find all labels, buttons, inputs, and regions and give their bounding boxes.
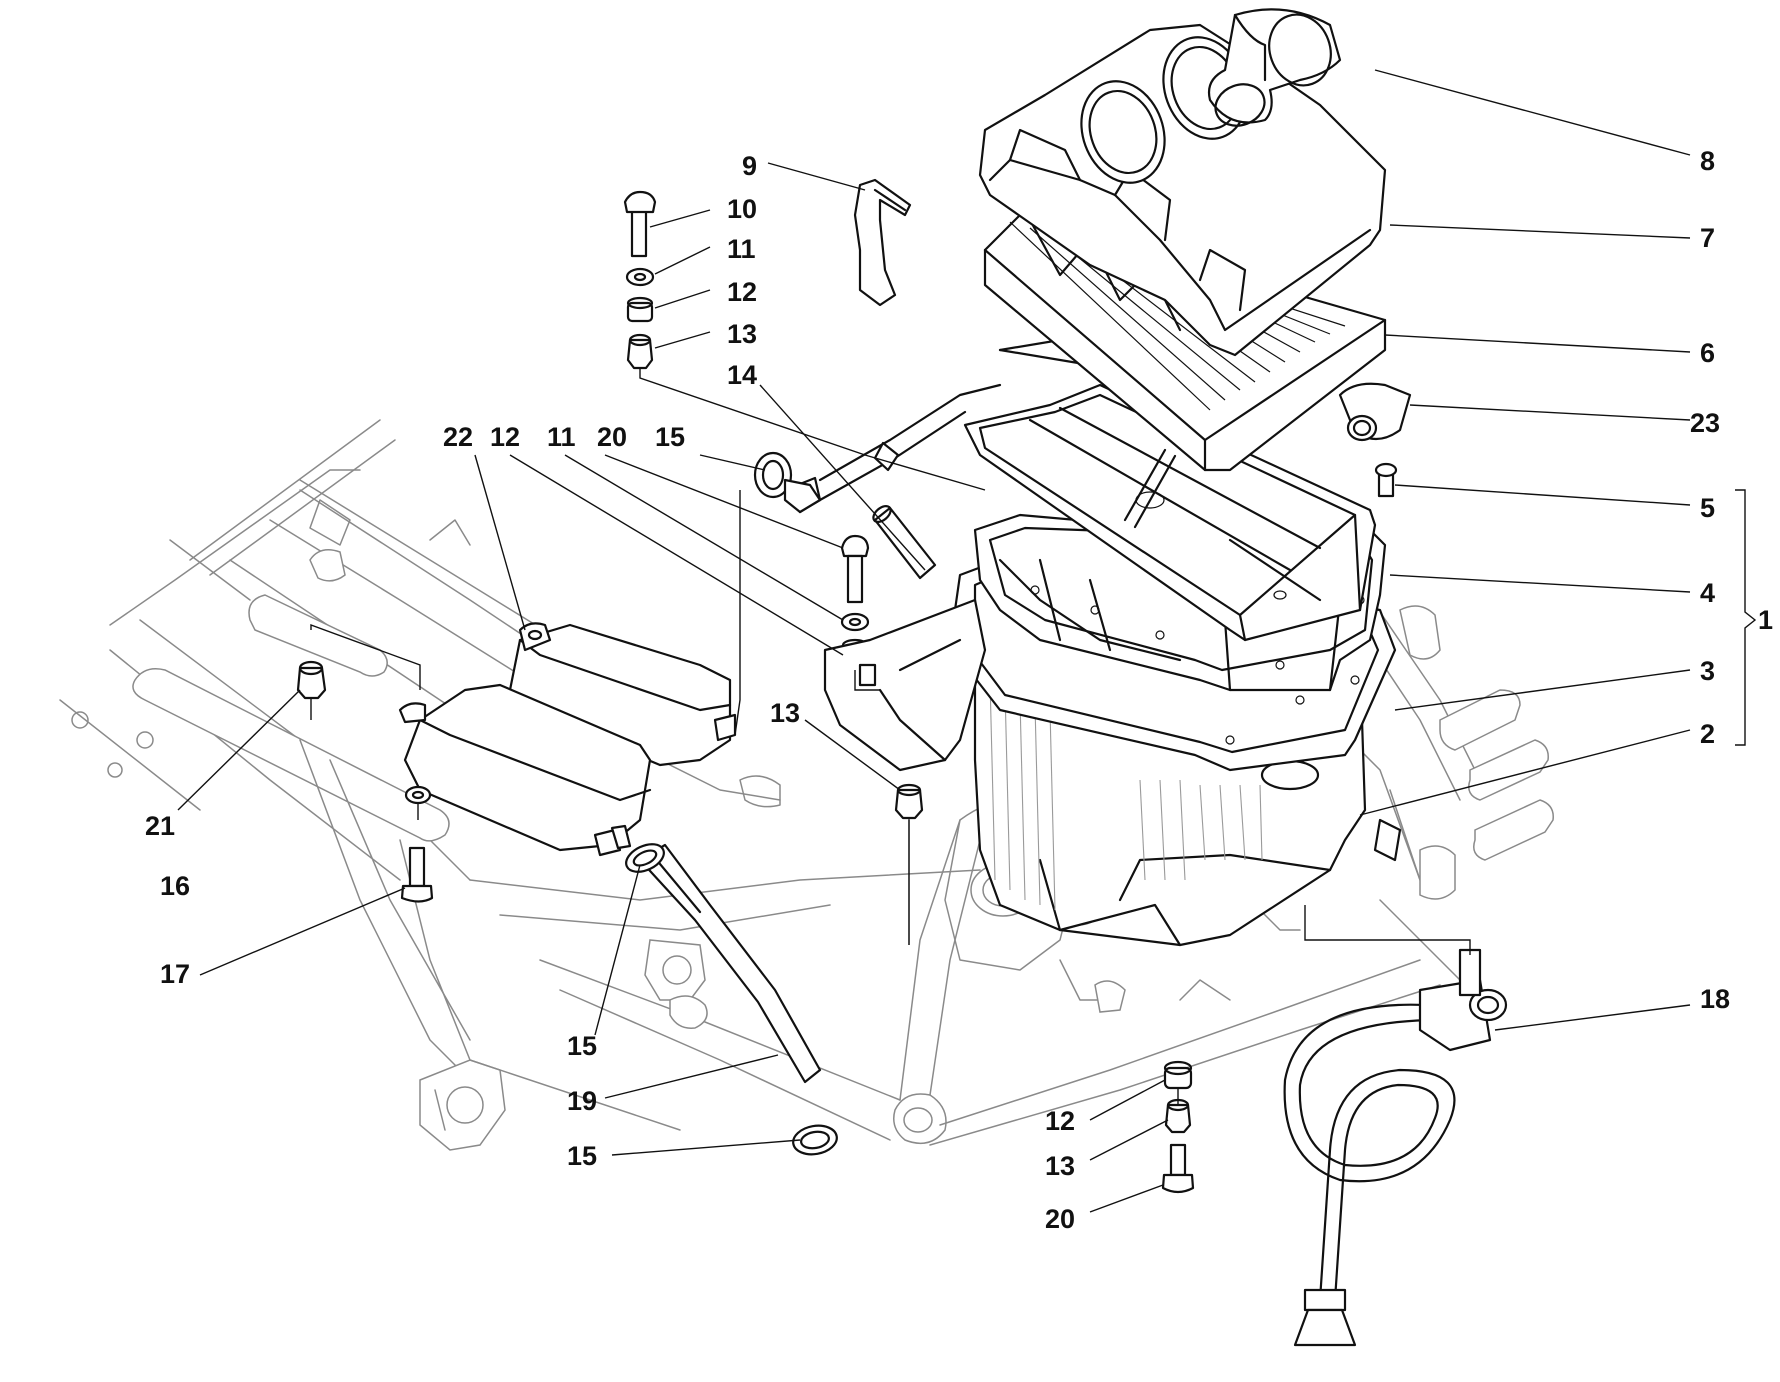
tube-14 (872, 504, 937, 580)
callout-labels: 8 7 6 23 5 4 3 2 1 9 10 11 12 13 14 22 1… (145, 146, 1773, 1234)
callout-2: 2 (1700, 719, 1715, 749)
callout-8: 8 (1700, 146, 1715, 176)
grommet-21 (296, 660, 327, 700)
callout-11-upper: 11 (727, 234, 756, 264)
callout-7: 7 (1700, 223, 1715, 253)
rubber-strap-9 (853, 178, 912, 307)
screw-5 (1374, 462, 1398, 498)
callout-15-mid: 15 (567, 1031, 597, 1061)
bolt-stack-lower (1161, 1060, 1195, 1194)
callout-11-mid: 11 (547, 422, 576, 452)
callout-12-lower: 12 (1045, 1106, 1075, 1136)
callout-19: 19 (567, 1086, 597, 1116)
callout-13-lower: 13 (1045, 1151, 1075, 1181)
callout-17: 17 (160, 959, 190, 989)
callout-10: 10 (727, 194, 757, 224)
callout-14: 14 (727, 360, 757, 390)
washer-left (404, 785, 432, 805)
callout-20-mid: 20 (597, 422, 627, 452)
callout-12-upper: 12 (727, 277, 757, 307)
callout-22: 22 (443, 422, 473, 452)
callout-20-lower: 20 (1045, 1204, 1075, 1234)
callout-13-upper: 13 (727, 319, 757, 349)
elbow-clamp-15-upper (753, 451, 822, 514)
callout-4: 4 (1700, 578, 1715, 608)
callout-3: 3 (1700, 656, 1715, 686)
callout-1: 1 (1758, 605, 1773, 635)
hose-elbow (1338, 382, 1412, 442)
bolt-17 (400, 846, 434, 903)
breather-tank-front (398, 683, 652, 857)
assembly-lines (310, 368, 1471, 1105)
intake-horn (1207, 8, 1342, 127)
callout-13-mid: 13 (770, 698, 800, 728)
breather-hose-upper (788, 383, 1002, 514)
callout-12-mid: 12 (490, 422, 520, 452)
callout-5: 5 (1700, 493, 1715, 523)
callout-15-upper: 15 (655, 422, 685, 452)
hose-clamp-15-lower (792, 1124, 838, 1156)
leader-lines (177, 69, 1757, 1213)
airbox-cover (978, 23, 1387, 357)
callout-9: 9 (742, 151, 757, 181)
hose-clamp-15-middle (625, 843, 665, 873)
callout-23: 23 (1690, 408, 1720, 438)
callout-16: 16 (160, 871, 190, 901)
filter-frame-tray (963, 333, 1377, 642)
callout-18: 18 (1700, 984, 1730, 1014)
callout-21: 21 (145, 811, 175, 841)
callout-6: 6 (1700, 338, 1715, 368)
callout-15-lower: 15 (567, 1141, 597, 1171)
mounting-bracket (823, 598, 987, 772)
drain-tube-18 (1283, 948, 1508, 1347)
frame-outline (59, 419, 1554, 1151)
bolt-stack-upper (623, 190, 657, 370)
